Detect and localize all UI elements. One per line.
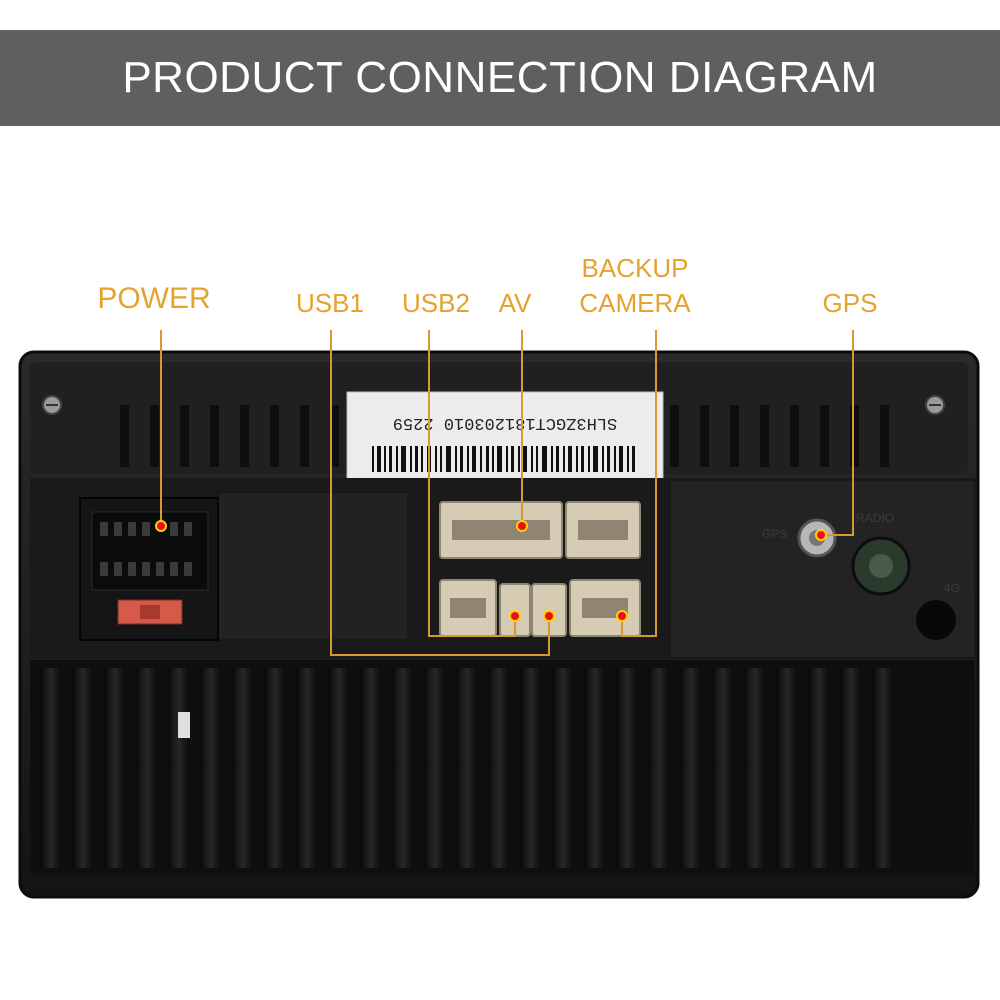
- leader-lines: [160, 330, 854, 656]
- label-usb2: USB2: [402, 288, 470, 318]
- power-marker-icon: [155, 520, 167, 532]
- fourg-port: 4G: [916, 581, 960, 640]
- gps-leader: [821, 330, 854, 536]
- gps-marker-icon: [815, 529, 827, 541]
- label-gps: GPS: [822, 288, 878, 318]
- usb1-marker-icon: [543, 610, 555, 622]
- screw-icon: [42, 395, 945, 415]
- radio-port: RADIO: [851, 511, 911, 596]
- backup-camera-marker-icon: [616, 610, 628, 622]
- serial-sticker: SLH3ZGCT181203010 2259: [346, 391, 664, 483]
- av-marker-icon: [516, 520, 528, 532]
- diagram-title: PRODUCT CONNECTION DIAGRAM: [122, 53, 878, 102]
- label-backup-camera-line1: BACKUP: [581, 253, 689, 283]
- head-unit-chassis: SLH3ZGCT181203010 2259: [18, 350, 980, 899]
- label-av: AV: [498, 288, 532, 318]
- fourg-port-mark: 4G: [944, 581, 960, 595]
- serial-text: SLH3ZGCT181203010 2259: [393, 413, 617, 432]
- power-connector: [79, 497, 219, 641]
- usb2-marker-icon: [509, 610, 521, 622]
- label-usb1: USB1: [296, 288, 364, 318]
- title-banner: PRODUCT CONNECTION DIAGRAM: [0, 30, 1000, 126]
- connection-markers: [155, 520, 827, 622]
- usb2-leader: [428, 330, 516, 637]
- gps-port-mark: GPS: [762, 527, 787, 541]
- radio-port-mark: RADIO: [856, 511, 894, 525]
- label-power: POWER: [97, 282, 211, 315]
- label-backup-camera-line2: CAMERA: [579, 288, 691, 318]
- usb1-leader: [330, 330, 550, 656]
- backup-camera-leader: [621, 330, 657, 637]
- heatsink-fins: [30, 660, 975, 875]
